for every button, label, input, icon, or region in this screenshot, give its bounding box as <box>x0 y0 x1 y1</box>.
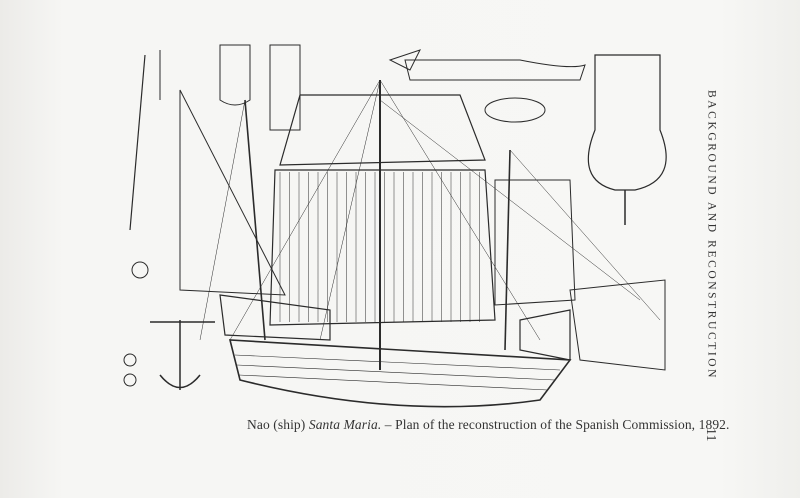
caption-text: – Plan of the reconstruction of the Span… <box>384 417 730 432</box>
caption-prefix: Nao (ship) <box>247 417 306 432</box>
main-sail <box>269 169 496 326</box>
ship-plan-illustration <box>123 44 667 408</box>
hull <box>228 339 572 408</box>
figure-caption: Nao (ship) Santa Maria. – Plan of the re… <box>247 417 730 433</box>
running-head: BACKGROUND AND RECONSTRUCTION <box>705 90 718 381</box>
caption-ship-name: Santa Maria. <box>308 417 382 432</box>
page-number: 11 <box>703 428 718 442</box>
